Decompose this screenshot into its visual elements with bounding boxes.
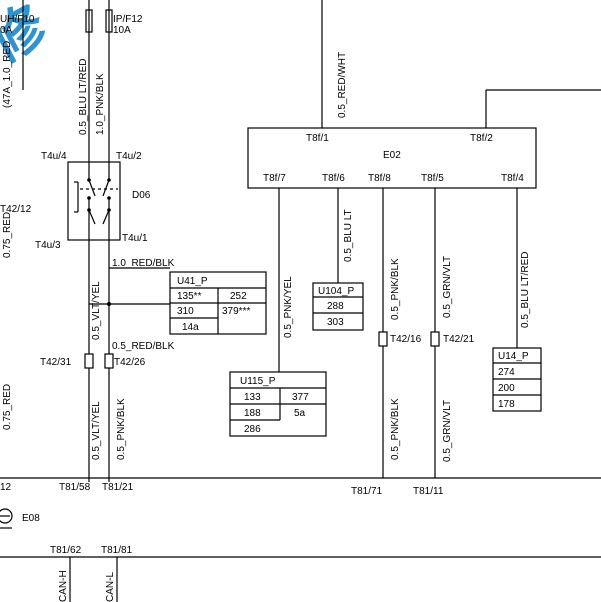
wire-label-vlt-yel-2: 0.5_VLT/YEL	[91, 401, 102, 460]
connector-label-t42-31: T42/31	[40, 357, 72, 368]
splice-table-title: U41_P	[177, 276, 208, 287]
e02-pin-bottom: T8f/5	[421, 173, 444, 184]
wire-label-pnk-blk-2: 0.5_PNK/BLK	[116, 398, 127, 460]
wire-label-red-blk-1: 1.0_RED/BLK	[112, 258, 175, 269]
wire-label-can-l: CAN-L	[105, 572, 116, 602]
wire-label-red-wht: 0.5_RED/WHT	[337, 52, 348, 118]
switch-pin-t4u-4: T4u/4	[41, 151, 67, 162]
splice-table-u115: U115_P 133 377 188 5a 286	[229, 371, 327, 437]
module-e08-label: E08	[22, 513, 40, 524]
splice-table-u104: U104_P 288 303	[312, 282, 364, 331]
fuse-f12-rating: 10A	[113, 25, 131, 36]
e02-pin-bottom: T8f/4	[501, 173, 524, 184]
splice-table-cell: 377	[292, 392, 309, 403]
splice-table-title: U14_P	[498, 351, 529, 362]
bus-label-t81-81: T81/81	[101, 545, 133, 556]
fuse-f12-label: IP/F12	[113, 14, 143, 25]
wire-label-pnk-blk-a: 0.5_PNK/BLK	[390, 258, 401, 320]
bus-label-t81-71: T81/71	[351, 486, 383, 497]
wire-label-red-blk-2: 0.5_RED/BLK	[112, 341, 175, 352]
wire-label-pnk-blk-top: 1.0_PNK/BLK	[95, 73, 106, 135]
bus-label-t81-11: T81/11	[413, 486, 444, 497]
wire-label-edge-2: 0.75_RED	[2, 212, 13, 258]
splice-table-cell: 135**	[177, 291, 202, 302]
connector-t42-26	[104, 353, 114, 369]
connector-label-t42-26: T42/26	[114, 357, 146, 368]
bus-label-12: 12	[0, 482, 12, 493]
splice-table-cell: 379***	[222, 306, 250, 317]
bus-label-t81-62: T81/62	[50, 545, 82, 556]
splice-table-cell: 303	[327, 317, 344, 328]
splice-table-title: U115_P	[240, 376, 276, 387]
splice-table-cell: 274	[498, 367, 515, 378]
connector-label-t42-16: T42/16	[390, 334, 422, 345]
wire-label-can-h: CAN-H	[58, 570, 69, 602]
wire-label-edge-3: 0.75_RED	[2, 384, 13, 430]
e02-pin-bottom: T8f/7	[263, 173, 286, 184]
splice-table-cell: 178	[498, 399, 515, 410]
switch-d06	[67, 161, 121, 241]
splice-table-cell: 286	[244, 424, 261, 435]
e02-pin-top: T8f/1	[306, 133, 329, 144]
wire-label-pnk-blk-b: 0.5_PNK/BLK	[390, 398, 401, 460]
wire-label-grn-vlt-a: 0.5_GRN/VLT	[442, 256, 453, 318]
wire-label-blu-lt-red-right: 0.5_BLU LT/RED	[520, 251, 531, 328]
e02-pin-bottom: T8f/8	[368, 173, 391, 184]
splice-table-cell: 310	[177, 306, 194, 317]
wire-label-pnk-yel: 0.5_PNK/YEL	[283, 276, 294, 338]
module-e02	[247, 127, 537, 189]
splice-table-cell: 252	[230, 291, 247, 302]
splice-table-u14: U14_P 274 200 178	[492, 347, 542, 412]
connector-label-t42-21: T42/21	[443, 334, 475, 345]
fuse-f10-rating: 0A	[0, 25, 13, 36]
wire-label-blu-lt: 0.5_BLU LT	[343, 209, 354, 262]
splice-dot-vlt-yel	[107, 302, 111, 306]
connector-t42-31	[84, 353, 94, 369]
switch-pin-t4u-3: T4u/3	[35, 240, 61, 251]
splice-table-cell: 188	[244, 408, 261, 419]
connector-t42-16	[378, 331, 388, 347]
splice-table-cell: 288	[327, 301, 344, 312]
connector-t42-21	[430, 331, 440, 347]
wire-label-grn-vlt-b: 0.5_GRN/VLT	[442, 400, 453, 462]
bus-label-t81-21: T81/21	[102, 482, 134, 493]
bus-label-t81-58: T81/58	[59, 482, 91, 493]
splice-table-cell: 14a	[182, 322, 199, 333]
switch-d06-label: D06	[132, 190, 151, 201]
splice-table-cell: 133	[244, 392, 261, 403]
splice-table-u41: U41_P 135** 252 310 379*** 14a	[169, 271, 267, 335]
splice-table-cell: 5a	[294, 408, 306, 419]
wire-label-edge-1: (47A_1.0_RED	[2, 41, 13, 108]
switch-pin-t4u-2: T4u/2	[116, 151, 142, 162]
fuse-f10-label: UH/F10	[0, 14, 35, 25]
wire-label-vlt-yel-1: 0.5_VLT/YEL	[91, 281, 102, 340]
splice-table-title: U104_P	[318, 286, 354, 297]
switch-contacts	[74, 162, 118, 240]
connector-label-t42-12: T42/12	[0, 204, 32, 215]
switch-pin-t4u-1: T4u/1	[122, 233, 148, 244]
wire-label-blu-lt-red: 0.5_BLU LT/RED	[78, 58, 89, 135]
splice-table-cell: 200	[498, 383, 515, 394]
e02-pin-top: T8f/2	[470, 133, 493, 144]
module-e02-label: E02	[383, 150, 401, 161]
e02-pin-bottom: T8f/6	[322, 173, 345, 184]
